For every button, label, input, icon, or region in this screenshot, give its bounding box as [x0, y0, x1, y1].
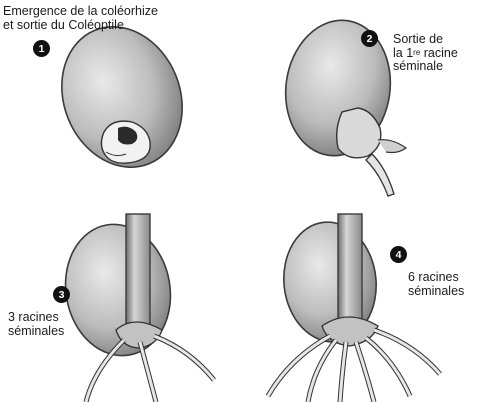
stage-4-caption-line-1: 6 racines	[408, 271, 464, 285]
stage-1-badge: 1	[33, 40, 50, 57]
stage-2-badge: 2	[361, 30, 378, 47]
stage-2-caption: Sortie de la 1re racine séminale	[393, 33, 458, 74]
seed-stage-2	[277, 13, 406, 196]
seed-stage-1	[41, 9, 202, 186]
stage-3-badge: 3	[53, 286, 70, 303]
stage-4-caption-line-2: séminales	[408, 285, 464, 299]
superscript-re: re	[413, 48, 420, 57]
stage-2-caption-line-2: la 1re racine	[393, 47, 458, 61]
stage-3-caption-line-2: séminales	[8, 325, 64, 339]
stage-4-badge: 4	[390, 246, 407, 263]
seedling-stage-4	[268, 214, 440, 402]
stage-1-caption: Emergence de la coléorhize et sortie du …	[3, 5, 158, 32]
stage-1-caption-line-2: et sortie du Coléoptile	[3, 19, 158, 33]
stage-2-caption-line-1: Sortie de	[393, 33, 458, 47]
stage-3-caption-line-1: 3 racines	[8, 311, 64, 325]
seedling-stage-3	[55, 214, 214, 402]
stage-2-caption-line-3: séminale	[393, 60, 458, 74]
stage-3-caption: 3 racines séminales	[8, 311, 64, 338]
stage-1-caption-line-1: Emergence de la coléorhize	[3, 5, 158, 19]
stage-4-caption: 6 racines séminales	[408, 271, 464, 298]
